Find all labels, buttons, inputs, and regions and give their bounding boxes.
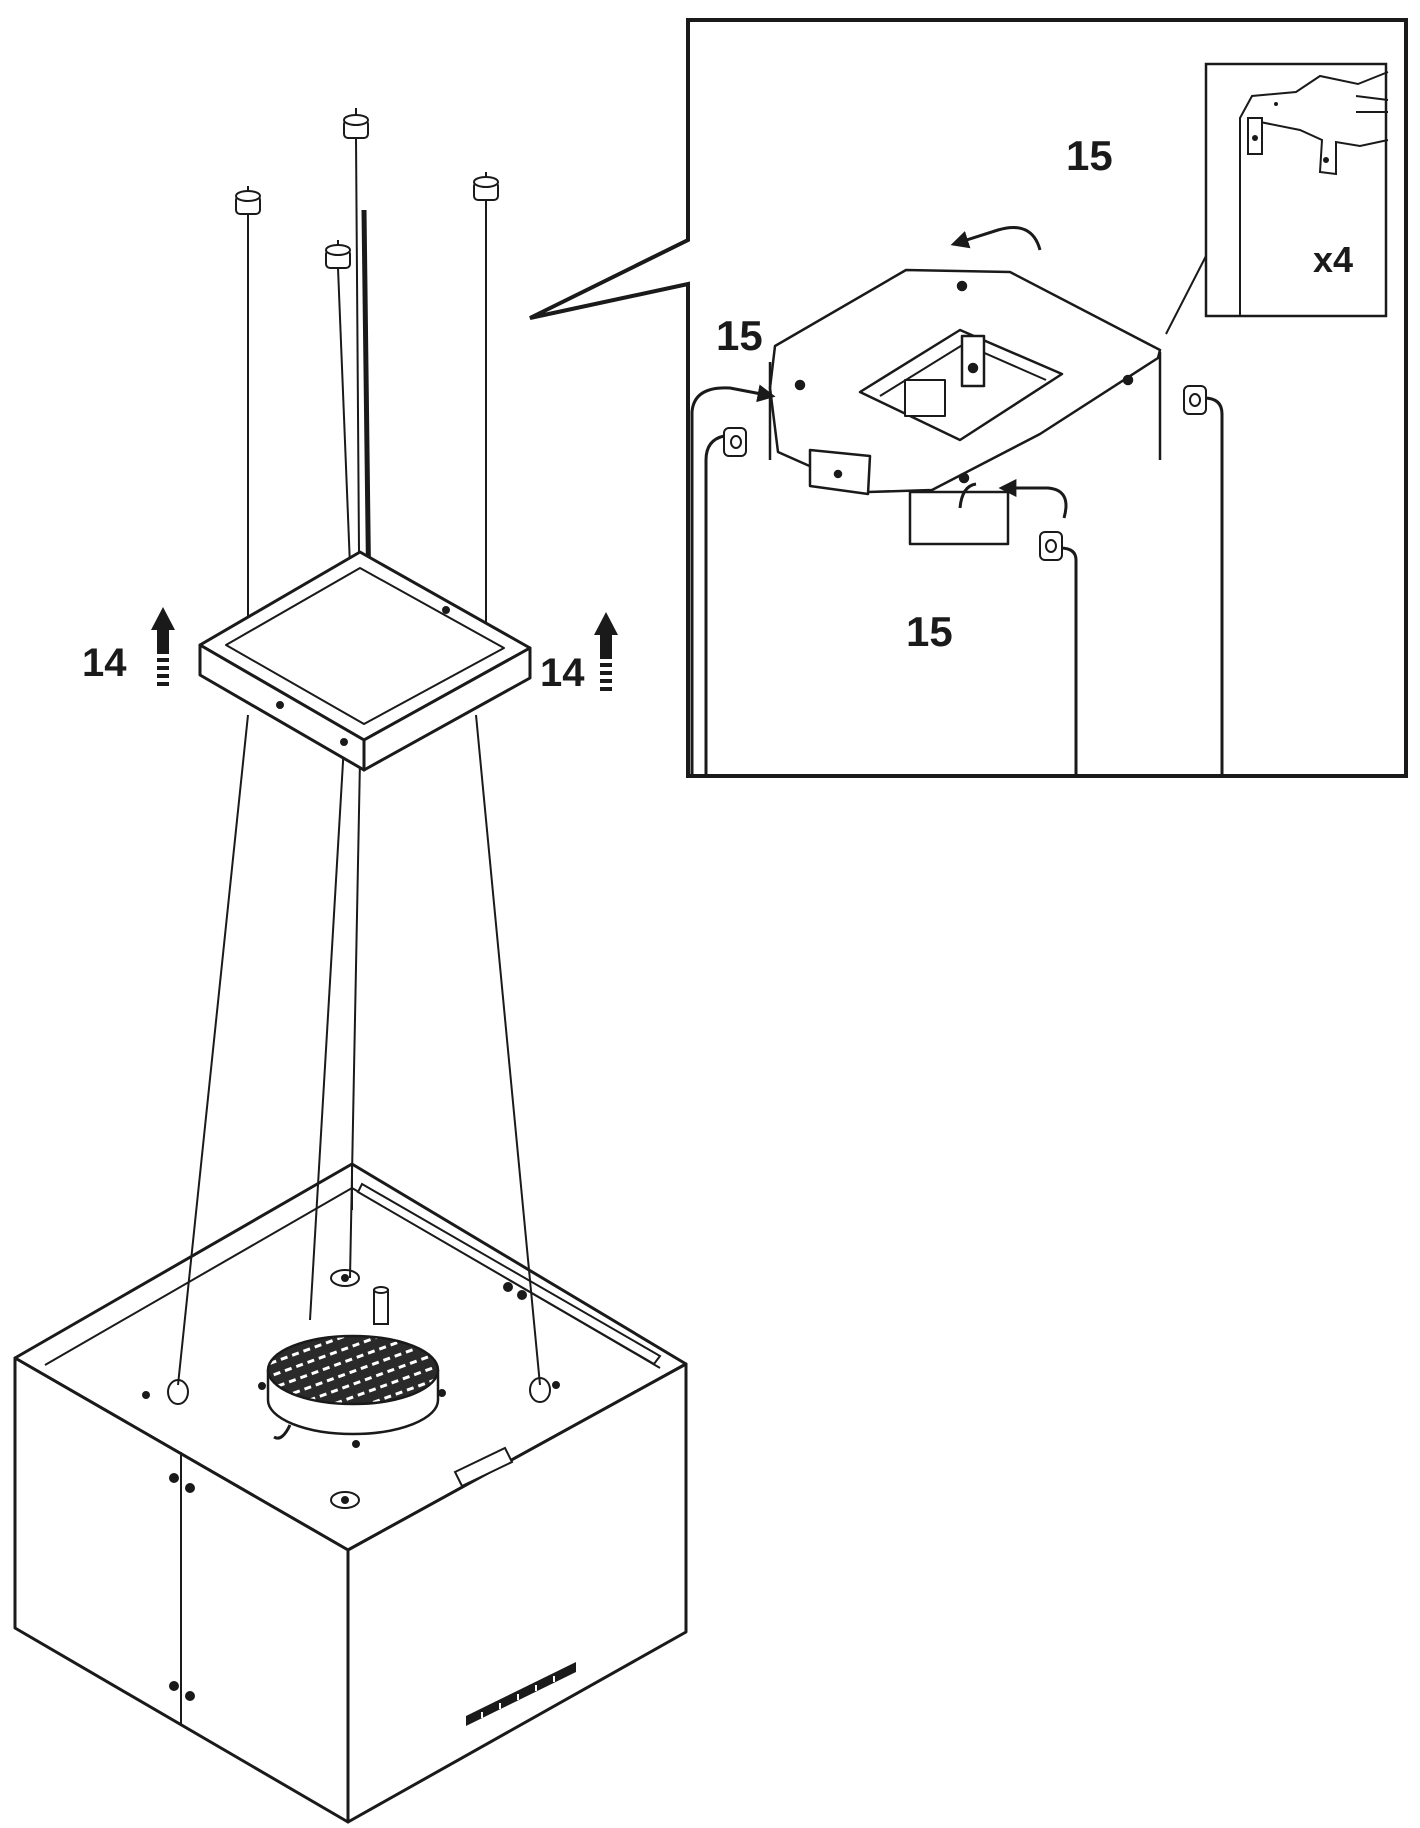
detail-label-top: 15 [1066, 132, 1113, 179]
lift-label-right: 14 [540, 651, 585, 695]
back-rail [356, 1182, 662, 1366]
inset-count-label: x4 [1313, 239, 1353, 280]
lift-arrow-right [594, 612, 618, 691]
inset-box [1204, 62, 1389, 318]
detail-label-bottom: 15 [906, 608, 953, 655]
hood-fixings [142, 1269, 560, 1701]
ceiling-anchors [235, 108, 499, 269]
detail-label-left: 15 [716, 312, 763, 359]
filter-grille [266, 1286, 440, 1440]
detail-anchors [723, 385, 1207, 561]
lift-arrow-left [151, 607, 175, 686]
rotate-arrow [950, 226, 1042, 251]
detail-callout: 15 15 15 x4 [529, 18, 1408, 778]
support-cables [177, 137, 541, 1386]
control-panel [466, 1662, 576, 1726]
lift-label-left: 14 [82, 641, 127, 685]
detail-cables [690, 384, 1224, 776]
motor-plate [768, 268, 1162, 546]
mounting-frame [198, 550, 532, 772]
